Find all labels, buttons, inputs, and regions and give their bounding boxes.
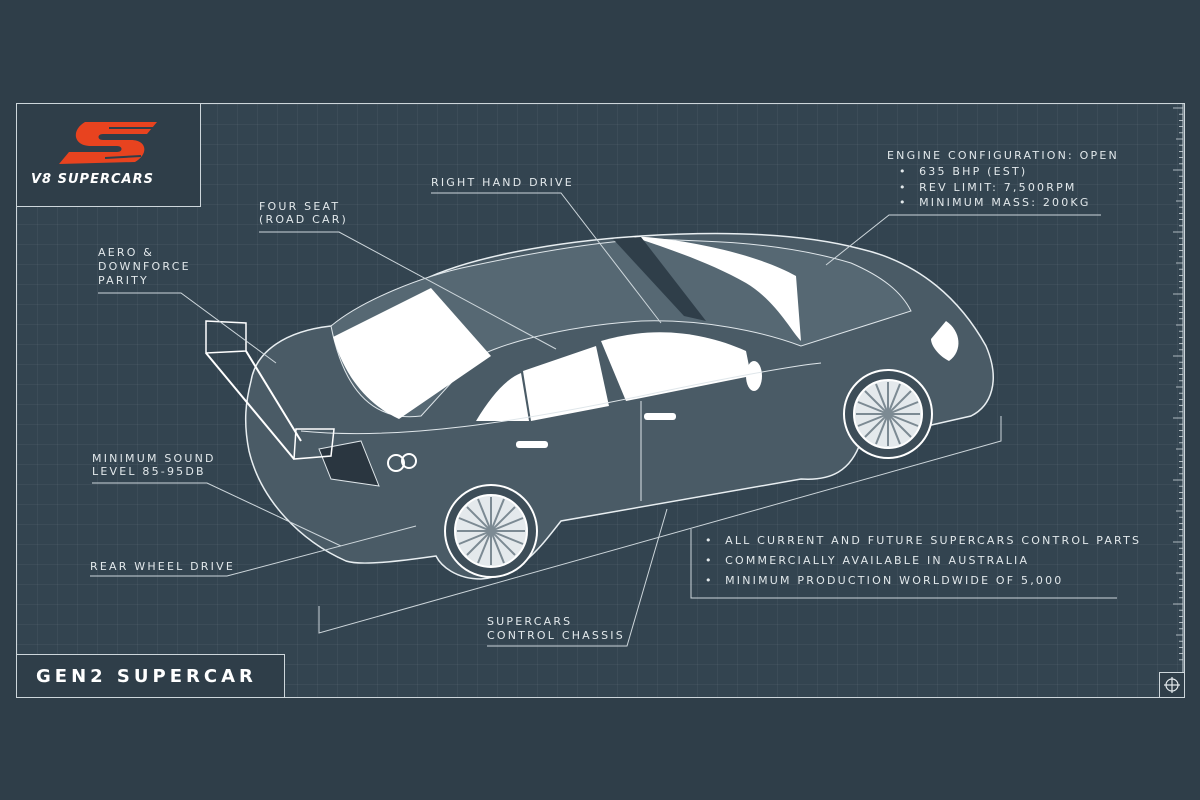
engine-heading: ENGINE CONFIGURATION: OPEN <box>887 149 1119 162</box>
label-parity: PARITY <box>98 274 149 287</box>
label-control-chassis: CONTROL CHASSIS <box>487 629 625 642</box>
label-sound-level: LEVEL 85-95DB <box>92 465 206 478</box>
logo-panel: V8 SUPERCARS <box>17 104 201 207</box>
crosshair-icon <box>1159 672 1184 697</box>
label-rear-wheel-drive: REAR WHEEL DRIVE <box>90 560 235 573</box>
title-panel: GEN2 SUPERCAR <box>17 654 285 697</box>
label-supercars: SUPERCARS <box>487 615 573 628</box>
label-road-car: (ROAD CAR) <box>259 213 349 226</box>
page-title: GEN2 SUPERCAR <box>36 666 257 687</box>
requirement-item: • ALL CURRENT AND FUTURE SUPERCARS CONTR… <box>705 534 1142 547</box>
engine-item: • 635 BHP (EST) <box>899 165 1028 178</box>
requirement-item: • MINIMUM PRODUCTION WORLDWIDE OF 5,000 <box>705 574 1064 587</box>
logo-text: V8 SUPERCARS <box>31 172 154 187</box>
label-right-hand-drive: RIGHT HAND DRIVE <box>431 176 574 189</box>
blueprint-frame: V8 SUPERCARS RIGHT HAND DRIVE FOUR SEAT … <box>16 103 1185 698</box>
label-four-seat: FOUR SEAT <box>259 200 341 213</box>
engine-item: • MINIMUM MASS: 200KG <box>899 196 1091 209</box>
label-min-sound: MINIMUM SOUND <box>92 452 216 465</box>
v8-supercars-logo-icon <box>59 122 157 164</box>
requirement-item: • COMMERCIALLY AVAILABLE IN AUSTRALIA <box>705 554 1030 567</box>
label-aero: AERO & <box>98 246 155 259</box>
label-downforce: DOWNFORCE <box>98 260 191 273</box>
measurement-ruler <box>1173 104 1184 697</box>
car-illustration <box>90 192 1117 647</box>
engine-item: • REV LIMIT: 7,500RPM <box>899 181 1077 194</box>
